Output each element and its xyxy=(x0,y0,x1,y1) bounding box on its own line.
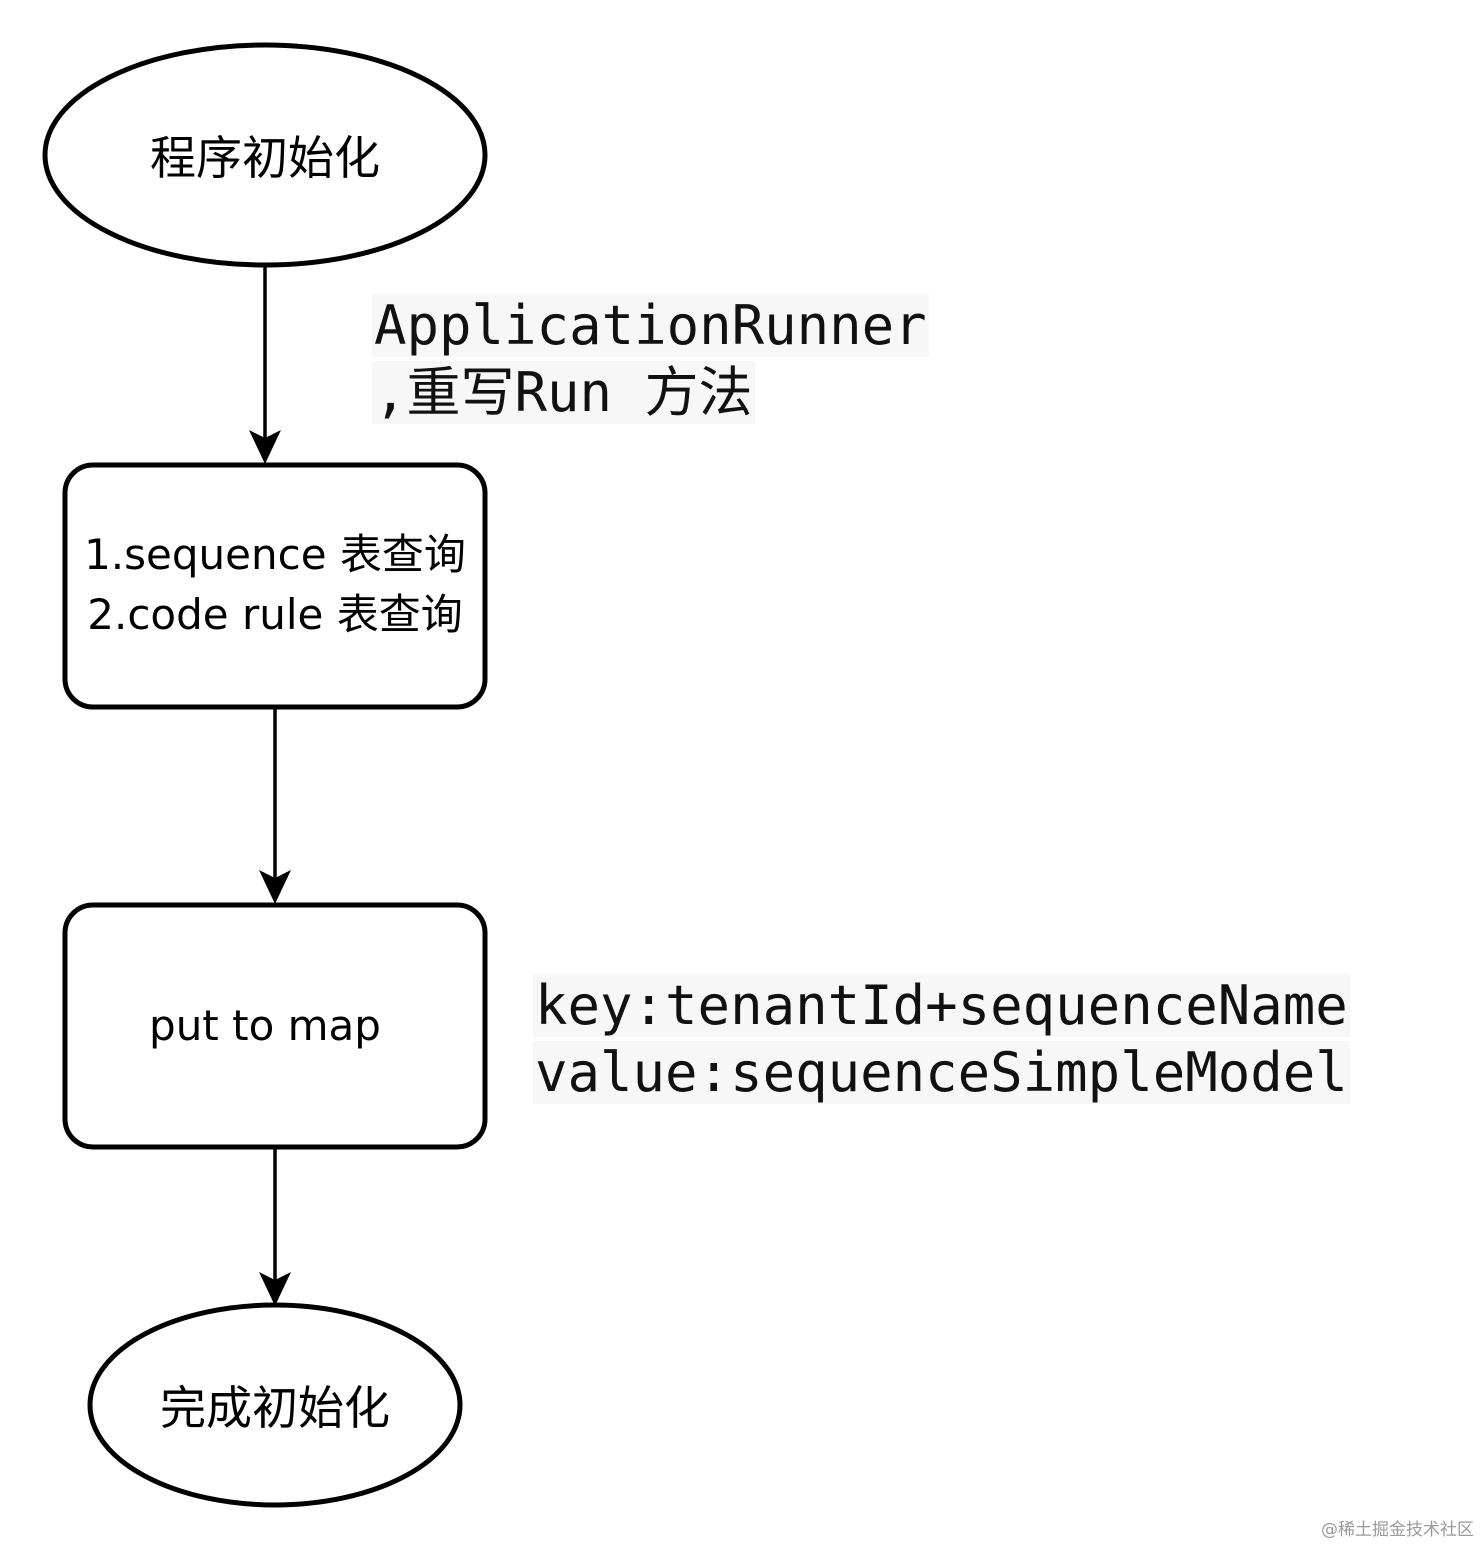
map-annotation: key:tenantId+sequenceName value:sequence… xyxy=(533,972,1350,1106)
map-line-key: key:tenantId+sequenceName xyxy=(533,974,1350,1037)
arrowhead-put-to-end xyxy=(259,1272,291,1306)
end-node-text: 完成初始化 xyxy=(160,1381,390,1435)
runner-line-1: ApplicationRunner xyxy=(372,294,929,357)
start-node-label: 程序初始化 xyxy=(60,110,470,200)
start-node-text: 程序初始化 xyxy=(150,131,380,185)
runner-line-2: ,重写Run 方法 xyxy=(372,361,755,424)
map-line-value: value:sequenceSimpleModel xyxy=(533,1041,1350,1104)
arrowhead-query-to-put xyxy=(259,870,291,904)
query-line-1: 1.sequence 表查询 xyxy=(84,530,466,579)
end-ellipse xyxy=(87,1302,463,1508)
query-line-2: 2.code rule 表查询 xyxy=(87,590,463,639)
end-node-label: 完成初始化 xyxy=(90,1360,460,1450)
watermark-text: @稀土掘金技术社区 xyxy=(1321,1520,1474,1540)
put-node-text: put to map xyxy=(149,1000,381,1050)
arrowhead-start-to-query xyxy=(249,430,281,464)
put-node-label: put to map xyxy=(55,980,475,1070)
query-node-label: 1.sequence 表查询 2.code rule 表查询 xyxy=(65,520,485,650)
runner-annotation: ApplicationRunner ,重写Run 方法 xyxy=(372,292,929,426)
